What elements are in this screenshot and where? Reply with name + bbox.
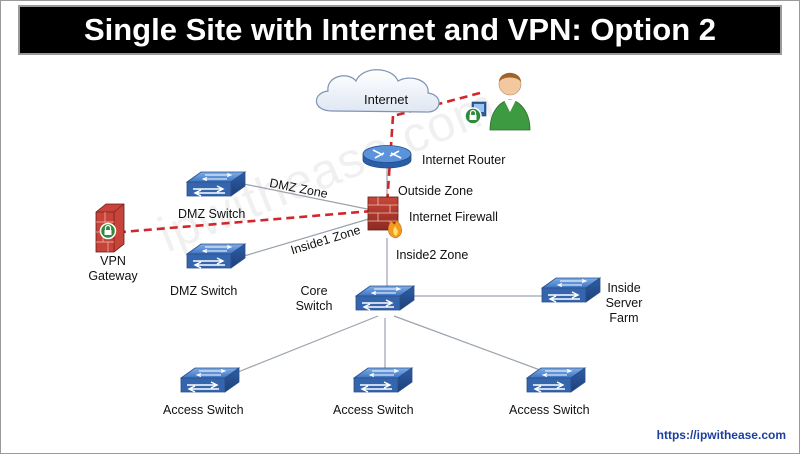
access-switch-right-icon [526, 367, 586, 393]
core-switch-icon [355, 285, 415, 311]
link-core-access-left [237, 315, 379, 373]
label-vpn-gateway: VPN Gateway [88, 254, 138, 284]
label-inside2-zone: Inside2 Zone [396, 248, 469, 262]
dmz-switch-top-icon [186, 171, 246, 197]
label-vpn-gateway-line1: VPN [100, 254, 126, 268]
router-icon [362, 145, 412, 169]
label-server-farm-line2: Server [605, 296, 643, 310]
vpn-gateway-icon [95, 203, 125, 253]
remote-user-icon [464, 72, 531, 131]
label-server-farm-line1: Inside [607, 281, 641, 295]
label-internet-router: Internet Router [422, 153, 506, 167]
vpn-path-firewall-gateway [121, 209, 373, 234]
label-dmz-switch-bottom: DMZ Switch [170, 284, 238, 298]
label-core-switch-line1: Core [300, 284, 328, 298]
label-access-switch-left: Access Switch [163, 403, 244, 417]
label-core-switch-line2: Switch [295, 299, 333, 313]
label-server-farm-line3: Farm [609, 311, 639, 325]
label-outside-zone: Outside Zone [398, 184, 474, 198]
link-dmz-top-firewall [243, 183, 373, 211]
label-access-switch-mid: Access Switch [333, 403, 414, 417]
access-switch-left-icon [180, 367, 240, 393]
label-inside-server-farm: Inside Server Farm [598, 281, 650, 326]
label-internet-firewall: Internet Firewall [409, 210, 498, 224]
site-url-link[interactable]: https://ipwithease.com [656, 428, 786, 442]
link-core-access-right [393, 315, 541, 371]
link-dmz-bottom-firewall [243, 217, 373, 257]
dmz-switch-bottom-icon [186, 243, 246, 269]
label-core-switch: Core Switch [290, 284, 338, 314]
label-dmz-switch-top: DMZ Switch [178, 207, 246, 221]
label-internet: Internet [364, 92, 409, 107]
diagram-title: Single Site with Internet and VPN: Optio… [18, 5, 782, 55]
cloud-icon [315, 69, 440, 113]
label-access-switch-right: Access Switch [509, 403, 590, 417]
server-farm-switch-icon [541, 277, 601, 303]
label-vpn-gateway-line2: Gateway [88, 269, 138, 283]
access-switch-mid-icon [353, 367, 413, 393]
firewall-icon [367, 196, 402, 239]
